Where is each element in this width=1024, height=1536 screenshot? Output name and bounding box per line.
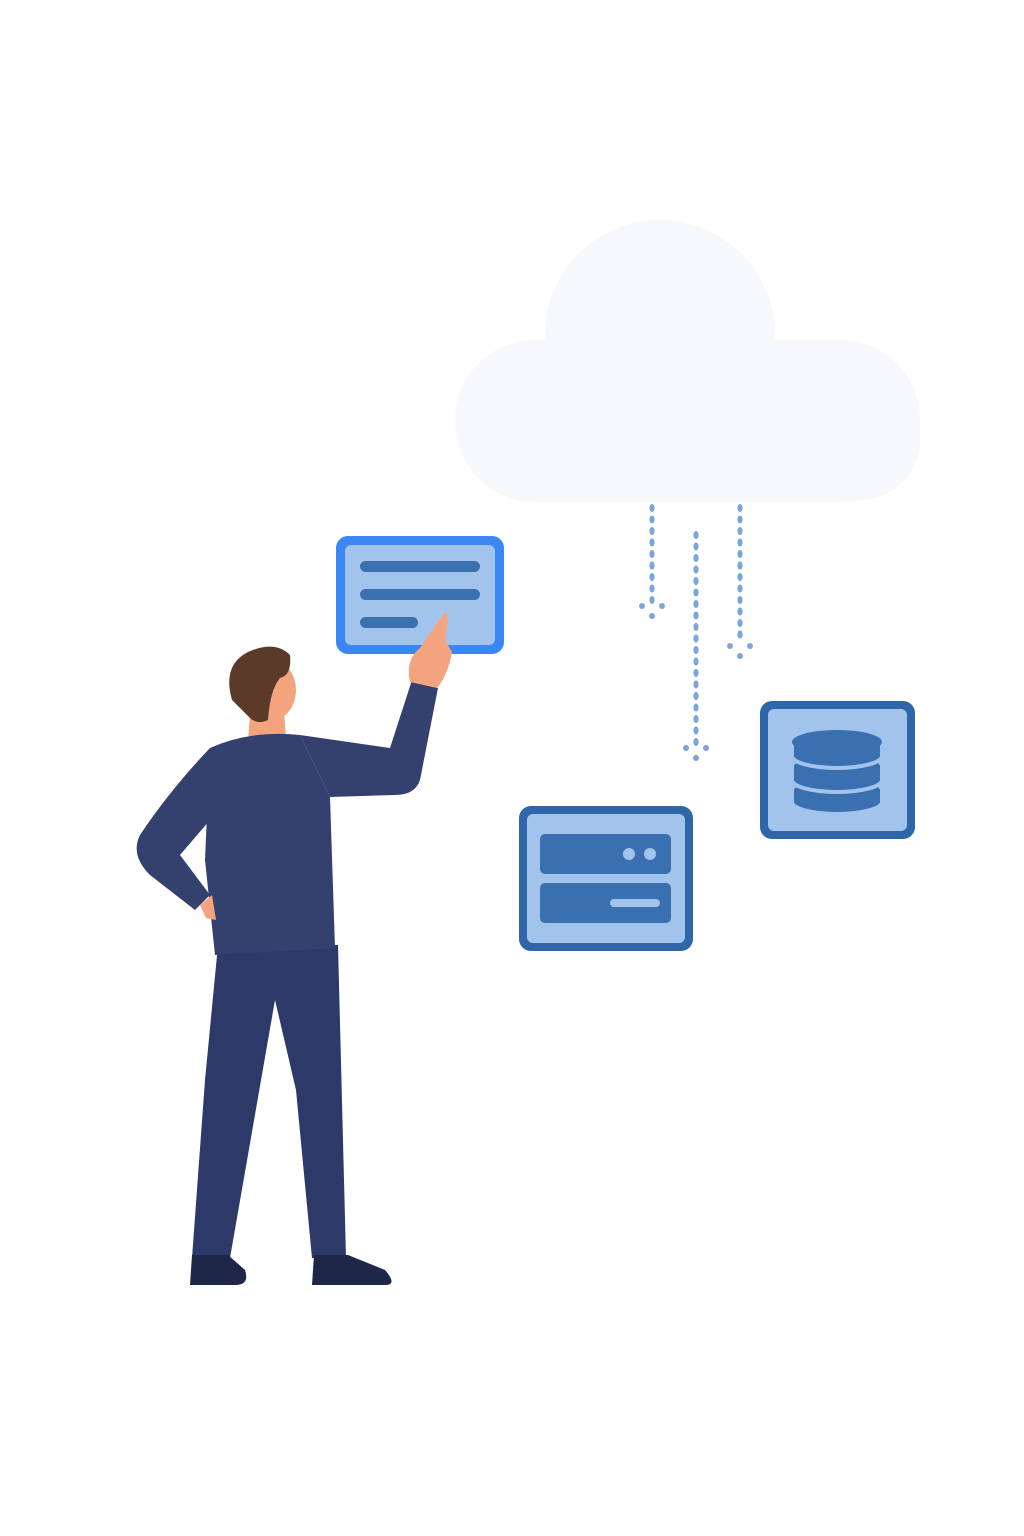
- stream-dot: [737, 584, 743, 593]
- stream-dot: [649, 538, 655, 547]
- stream-dot: [693, 565, 699, 574]
- stream-dot: [693, 588, 699, 597]
- dotted-line: [727, 504, 753, 659]
- stream-dot: [737, 630, 743, 639]
- stream-dot: [737, 619, 743, 627]
- stream-dot: [693, 600, 699, 608]
- database-icon: [760, 701, 915, 839]
- stream-end-dot: [659, 603, 665, 609]
- stream-end-dot: [683, 745, 689, 751]
- stream-dot: [693, 680, 699, 689]
- stream-dot: [693, 634, 699, 643]
- stream-dot: [693, 646, 699, 654]
- stream-end-dot: [727, 643, 733, 649]
- stream-dot: [693, 542, 699, 551]
- person-figure: [136, 612, 452, 1285]
- stream-dot: [649, 527, 655, 535]
- stream-end-dot: [747, 643, 753, 649]
- stream-dot: [737, 527, 743, 535]
- stream-end-dot: [639, 603, 645, 609]
- cloud-icon: [455, 220, 920, 502]
- stream-end-dot: [703, 745, 709, 751]
- stream-dot: [693, 669, 699, 677]
- stream-dot: [693, 577, 699, 585]
- stream-dot: [649, 550, 655, 558]
- dotted-line: [639, 504, 665, 619]
- stream-dot: [737, 538, 743, 547]
- stream-dot: [737, 561, 743, 570]
- stream-dot: [649, 504, 655, 512]
- stream-dot: [693, 692, 699, 700]
- stream-dot: [649, 515, 655, 524]
- stream-dot: [693, 623, 699, 631]
- stream-dot: [649, 596, 655, 604]
- stream-dot: [649, 561, 655, 570]
- tablet-panel-icon: [336, 536, 504, 654]
- stream-dot: [649, 573, 655, 581]
- stream-end-dot: [649, 613, 655, 619]
- stream-dot: [693, 738, 699, 746]
- stream-dot: [737, 573, 743, 581]
- stream-dot: [693, 703, 699, 712]
- stream-dot: [693, 657, 699, 666]
- stream-dot: [693, 531, 699, 539]
- stream-dot: [737, 504, 743, 512]
- stream-dot: [737, 596, 743, 604]
- stream-dot: [693, 554, 699, 562]
- stream-dot: [737, 607, 743, 616]
- stream-end-dot: [693, 755, 699, 761]
- stream-dot: [693, 611, 699, 620]
- stream-dot: [693, 715, 699, 723]
- stream-dot: [649, 584, 655, 593]
- dotted-line: [683, 531, 709, 761]
- data-stream-icon: [639, 504, 753, 761]
- server-icon: [519, 806, 693, 951]
- stream-end-dot: [737, 653, 743, 659]
- stream-dot: [737, 550, 743, 558]
- stream-dot: [693, 726, 699, 735]
- stream-dot: [737, 515, 743, 524]
